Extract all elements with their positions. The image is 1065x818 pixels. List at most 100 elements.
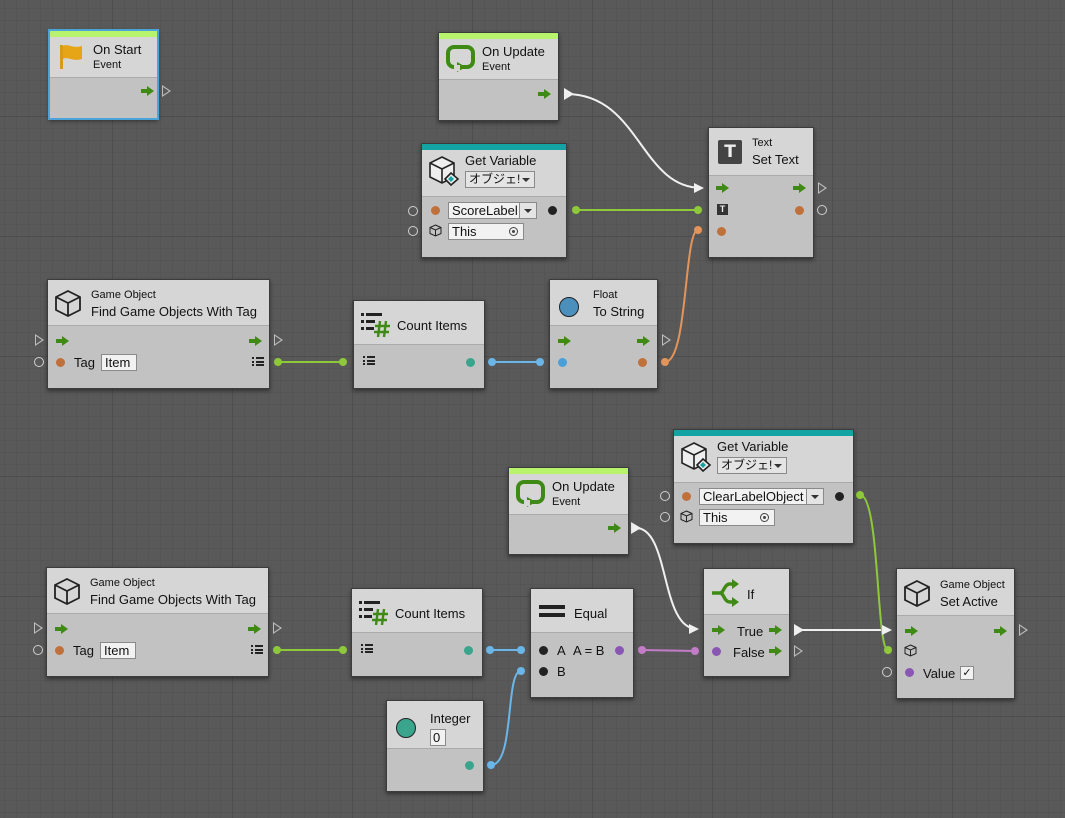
condition-input-port[interactable]: [712, 647, 721, 656]
flow-false-icon[interactable]: [769, 646, 782, 656]
value-input-port[interactable]: [905, 668, 914, 677]
target-picker-icon[interactable]: [760, 513, 769, 522]
target-field[interactable]: This: [448, 223, 524, 240]
equal-node[interactable]: Equal A A = B B: [530, 588, 634, 698]
flow-output-icon[interactable]: [637, 336, 650, 346]
float-to-string-node[interactable]: Float To String: [549, 279, 658, 389]
variable-name-dropdown[interactable]: [519, 202, 537, 219]
count-items-node[interactable]: Count Items: [351, 588, 483, 677]
flow-input-icon[interactable]: [558, 336, 571, 346]
variable-name-dropdown[interactable]: [806, 488, 824, 505]
control-output-port[interactable]: [794, 645, 803, 657]
node-header[interactable]: Count Items: [354, 301, 484, 345]
integer-value-field[interactable]: 0: [430, 729, 446, 746]
flow-input-icon[interactable]: [55, 624, 68, 634]
control-output-port[interactable]: [274, 334, 283, 346]
flow-input-icon[interactable]: [56, 336, 69, 346]
flow-output-icon[interactable]: [141, 86, 154, 96]
get-variable-node[interactable]: Get Variable オブジェ! ScoreLabel This: [421, 143, 567, 258]
flow-output-icon[interactable]: [793, 183, 806, 193]
node-header[interactable]: Equal: [531, 589, 633, 633]
result-output-port[interactable]: [615, 646, 624, 655]
on-update-node[interactable]: On Update Event: [508, 467, 629, 555]
control-output-port[interactable]: [1019, 624, 1028, 636]
count-items-node[interactable]: Count Items: [353, 300, 485, 389]
unconnected-port[interactable]: [817, 205, 827, 215]
variable-kind-dropdown[interactable]: オブジェ!: [465, 171, 536, 188]
tag-input-port[interactable]: [56, 358, 65, 367]
on-start-node[interactable]: On Start Event: [48, 29, 159, 120]
value-output-port[interactable]: [548, 206, 557, 215]
control-output-port[interactable]: [273, 622, 282, 634]
loop-icon: [516, 480, 545, 507]
control-output-port[interactable]: [162, 85, 171, 97]
if-node[interactable]: If True False: [703, 568, 790, 677]
value-output-port[interactable]: [835, 492, 844, 501]
float-input-port[interactable]: [558, 358, 567, 367]
count-output-port[interactable]: [466, 358, 475, 367]
flow-output-icon[interactable]: [608, 523, 621, 533]
flow-output-icon[interactable]: [249, 336, 262, 346]
flow-output-icon[interactable]: [994, 626, 1007, 636]
set-text-node[interactable]: T Text Set Text T: [708, 127, 814, 258]
node-header[interactable]: Get Variable オブジェ!: [422, 150, 566, 197]
a-input-port[interactable]: [539, 646, 548, 655]
flow-output-icon[interactable]: [538, 89, 551, 99]
unconnected-port[interactable]: [882, 667, 892, 677]
node-header[interactable]: Integer 0: [387, 701, 483, 749]
name-input-port[interactable]: [682, 492, 691, 501]
control-output-port[interactable]: [662, 334, 671, 346]
unconnected-port[interactable]: [33, 645, 43, 655]
set-active-node[interactable]: Game Object Set Active Value ✓: [896, 568, 1015, 699]
node-header[interactable]: Game Object Find Game Objects With Tag: [48, 280, 269, 326]
variable-kind-dropdown[interactable]: オブジェ!: [717, 457, 788, 474]
flow-input-icon[interactable]: [716, 183, 729, 193]
node-header[interactable]: T Text Set Text: [709, 128, 813, 176]
flow-input-icon[interactable]: [905, 626, 918, 636]
flow-output-icon[interactable]: [248, 624, 261, 634]
control-output-port[interactable]: [818, 182, 827, 194]
b-input-port[interactable]: [539, 667, 548, 676]
count-output-port[interactable]: [464, 646, 473, 655]
node-header[interactable]: Game Object Find Game Objects With Tag: [47, 568, 268, 614]
node-header[interactable]: Game Object Set Active: [897, 569, 1014, 616]
unconnected-port[interactable]: [660, 491, 670, 501]
node-header[interactable]: On Start Event: [50, 37, 157, 78]
flow-true-icon[interactable]: [769, 625, 782, 635]
node-header[interactable]: On Update Event: [509, 474, 628, 515]
variable-name-field[interactable]: ScoreLabel: [448, 202, 525, 219]
node-title: Integer: [430, 711, 471, 726]
find-game-objects-node[interactable]: Game Object Find Game Objects With Tag T…: [47, 279, 270, 389]
variable-name-field[interactable]: ClearLabelObject: [699, 488, 811, 505]
list-input-icon: [361, 644, 373, 653]
unconnected-port[interactable]: [408, 226, 418, 236]
unconnected-port[interactable]: [660, 512, 670, 522]
unconnected-port[interactable]: [34, 357, 44, 367]
list-output-icon: [252, 357, 264, 366]
name-input-port[interactable]: [431, 206, 440, 215]
on-update-node[interactable]: On Update Event: [438, 32, 559, 121]
wire-clearlabel-to-setactive: [859, 494, 889, 651]
target-picker-icon[interactable]: [509, 227, 518, 236]
text-output-port[interactable]: [795, 206, 804, 215]
get-variable-node[interactable]: Get Variable オブジェ! ClearLabelObject This: [673, 429, 854, 544]
control-input-port[interactable]: [34, 622, 43, 634]
tag-field[interactable]: Item: [101, 354, 137, 371]
text-input-port[interactable]: [717, 227, 726, 236]
flow-input-icon[interactable]: [712, 625, 725, 635]
value-checkbox[interactable]: ✓: [960, 666, 974, 680]
find-game-objects-node[interactable]: Game Object Find Game Objects With Tag T…: [46, 567, 269, 677]
tag-field[interactable]: Item: [100, 642, 136, 659]
integer-output-port[interactable]: [465, 761, 474, 770]
node-header[interactable]: Get Variable オブジェ!: [674, 436, 853, 483]
integer-node[interactable]: Integer 0: [386, 700, 484, 792]
node-header[interactable]: If: [704, 569, 789, 615]
target-field[interactable]: This: [699, 509, 775, 526]
unconnected-port[interactable]: [408, 206, 418, 216]
node-header[interactable]: Count Items: [352, 589, 482, 633]
node-header[interactable]: Float To String: [550, 280, 657, 326]
control-input-port[interactable]: [35, 334, 44, 346]
string-output-port[interactable]: [638, 358, 647, 367]
node-header[interactable]: On Update Event: [439, 39, 558, 80]
tag-input-port[interactable]: [55, 646, 64, 655]
